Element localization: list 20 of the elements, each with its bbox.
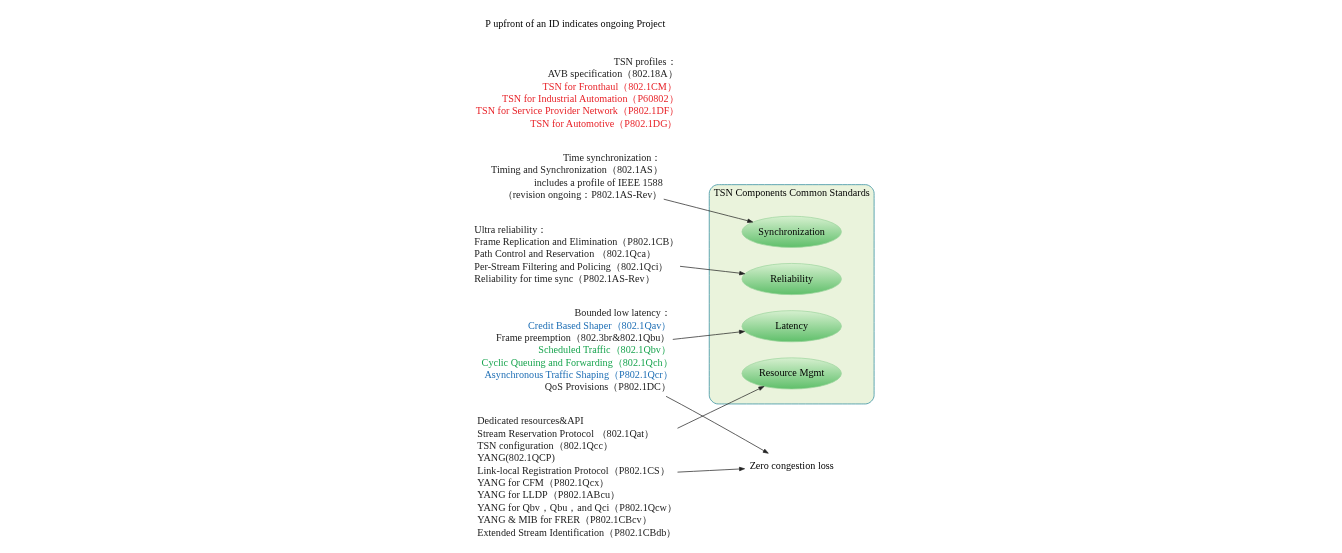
- label: TSN for Industrial Automation（P60802）: [501, 93, 679, 105]
- label: P upfront of an ID indicates ongoing Project: [484, 17, 665, 29]
- node-ellipse: Reliability: [741, 263, 842, 295]
- arrow: [679, 265, 745, 276]
- label: AVB specification（802.18A）: [547, 68, 678, 80]
- label: TSN profiles：: [613, 55, 677, 67]
- label: TSN for Service Provider Network（P802.1DF）: [475, 105, 679, 117]
- node-text: Ultra reliability： Frame Replication and Elimination（P802.1CB） Path Control and Reservation （802.1Qca） Per-Stream Filtering and Policing（802.1Qci） Reliability for time sync（P802.1AS-Rev）: [473, 223, 679, 285]
- node-text: Zero congestion loss: [749, 460, 834, 472]
- node-text: Dedicated resources&API Stream Reservation Protocol （802.1Qat） TSN configuration（802.1Qcc） YANG(802.1QCP) Link-local Registration Protocol（P802.1CS） YANG for CFM（P802.1Qcx） YANG for LLDP（P802.1ABcu） YANG for Qbv，Qbu，and Qci（P802.1Qcw） YANG & MIB for FRER（P802.1CBcv） Extended Stream Identification（P802.1CBdb）: [476, 415, 677, 538]
- arrow: [665, 395, 769, 454]
- node-text: Bounded low latency： Credit Based Shaper（802.1Qav） Frame preemption（802.3br&802.1Qbu） Scheduled Traffic（802.1Qbv） Cyclic Queuing and Forwarding（802.1Qch） Asynchronous Traffic Shaping（P802.1Qcr） QoS Provisions（P802.1DC）: [481, 307, 673, 393]
- arrow: [676, 386, 764, 429]
- label: TSN for Automotive（P802.1DG）: [529, 117, 678, 129]
- node-text: Time synchronization： Timing and Synchronization（802.1AS） includes a profile of IEEE 1588 （revision ongoing：P802.1AS-Rev）: [490, 151, 663, 200]
- node-ellipse: Latency: [741, 310, 842, 343]
- arrow: [676, 466, 745, 473]
- label: TSN for Fronthaul（802.1CM）: [542, 80, 677, 92]
- arrow: [662, 198, 753, 223]
- arrow: [671, 329, 745, 340]
